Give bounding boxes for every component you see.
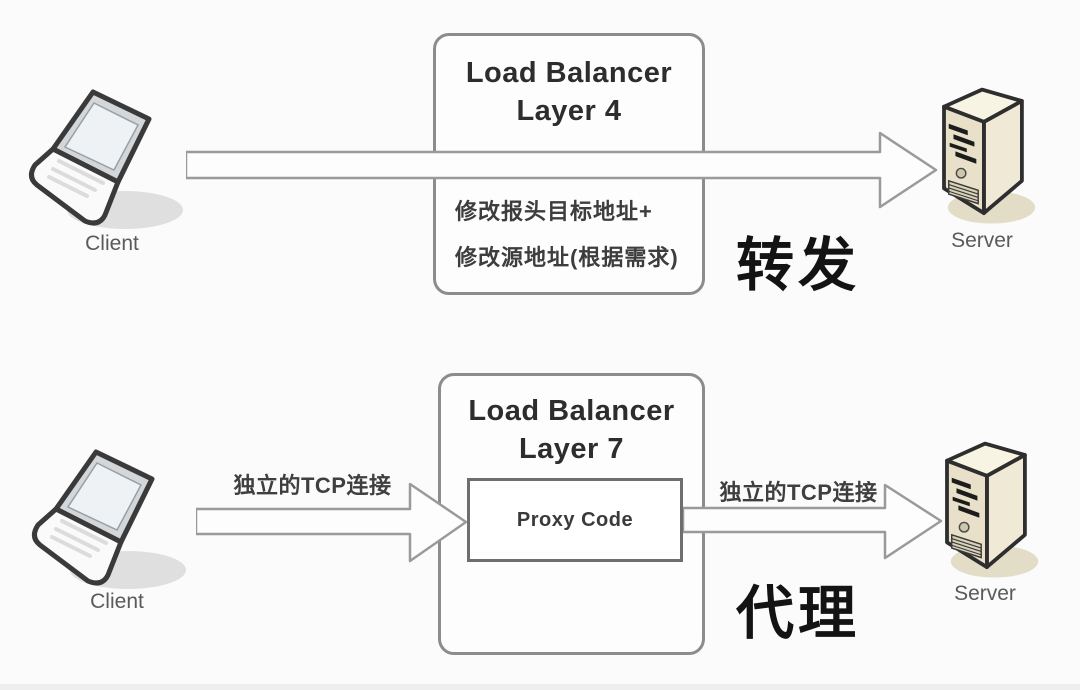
server-tower-icon [942, 87, 1036, 224]
lb4-title: Load Balancer Layer 4 [436, 36, 702, 130]
lb4-note-line1: 修改报头目标地址+ [455, 199, 653, 224]
server-label: Server [951, 229, 1013, 252]
lb4-title-line1: Load Balancer [465, 57, 673, 89]
bottom-divider [0, 684, 1080, 690]
client-label: Client [90, 590, 144, 613]
tcp-connection-label-right: 独立的TCP连接 [719, 480, 878, 505]
lb7-title-line2: Layer 7 [518, 433, 625, 465]
lb7-title-line1: Load Balancer [468, 395, 675, 427]
server-tower-icon [945, 441, 1039, 578]
proxy-code-label: Proxy Code [516, 508, 634, 531]
proxy-mode-label: 代理 [736, 581, 861, 646]
block-arrow-right-icon [196, 482, 468, 563]
proxy-code-box: Proxy Code [467, 478, 683, 562]
block-arrow-right-icon [186, 131, 938, 209]
lb4-title-line2: Layer 4 [516, 95, 622, 127]
laptop-icon [29, 89, 183, 229]
client-label: Client [85, 232, 139, 255]
forward-mode-label: 转发 [736, 233, 861, 298]
laptop-icon [32, 449, 186, 589]
tcp-connection-label-left: 独立的TCP连接 [233, 473, 392, 498]
server-label: Server [954, 582, 1016, 605]
lb4-note-line2: 修改源地址(根据需求) [455, 245, 679, 270]
block-arrow-right-icon [683, 483, 943, 560]
lb7-title: Load Balancer Layer 7 [441, 376, 702, 468]
